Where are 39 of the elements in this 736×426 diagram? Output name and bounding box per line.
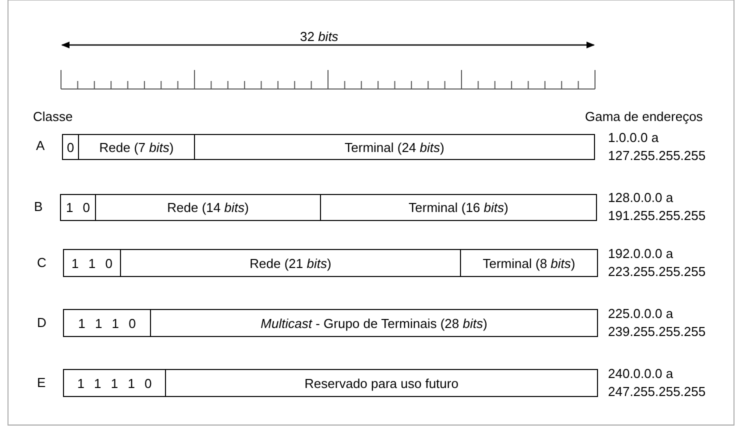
address-field <box>150 309 598 337</box>
class-letter: A <box>36 137 45 155</box>
class-letter: B <box>34 198 43 216</box>
address-range: 128.0.0.0 a 191.255.255.255 <box>608 189 707 225</box>
bit-values: 1 0 <box>66 200 90 215</box>
class-letter: C <box>37 254 46 272</box>
prefix-bits-field <box>63 309 151 337</box>
address-field <box>95 194 321 221</box>
field-label: Terminal (24 bits) <box>344 140 444 154</box>
prefix-bits-field <box>60 194 96 221</box>
bit-values: 1 1 1 0 <box>78 316 136 330</box>
bit-values: 1 1 1 1 0 <box>77 376 152 390</box>
class-letter: E <box>37 374 46 392</box>
column-heading: Gama de endereços <box>585 108 703 126</box>
dimension-label: 32 bits <box>300 28 338 46</box>
field-label: Rede (21 bits) <box>250 256 332 270</box>
address-field <box>78 134 195 160</box>
field-label: Rede (14 bits) <box>167 200 249 215</box>
field-label: Reservado para uso futuro <box>304 376 458 390</box>
field-label: Terminal (8 bits) <box>482 256 576 270</box>
address-field <box>194 134 595 160</box>
field-label: Rede (7 bits) <box>99 140 174 154</box>
field-label: Terminal (16 bits) <box>408 200 508 215</box>
prefix-bits-field <box>62 134 79 160</box>
address-field <box>320 194 597 221</box>
address-range: 1.0.0.0 a 127.255.255.255 <box>608 129 707 165</box>
address-field <box>460 249 598 277</box>
class-letter: D <box>37 314 46 332</box>
address-field <box>120 249 461 277</box>
address-range: 240.0.0.0 a 247.255.255.255 <box>608 365 707 401</box>
prefix-bits-field <box>63 249 121 277</box>
address-range: 225.0.0.0 a 239.255.255.255 <box>608 305 707 341</box>
address-field <box>165 369 598 397</box>
bit-values: 1 1 0 <box>72 256 112 270</box>
column-heading: Classe <box>33 108 73 126</box>
address-range: 192.0.0.0 a 223.255.255.255 <box>608 245 707 281</box>
prefix-bits-field <box>63 369 166 397</box>
bit-values: 0 <box>66 140 74 154</box>
field-label: Multicast - Grupo de Terminais (28 bits) <box>260 316 488 330</box>
